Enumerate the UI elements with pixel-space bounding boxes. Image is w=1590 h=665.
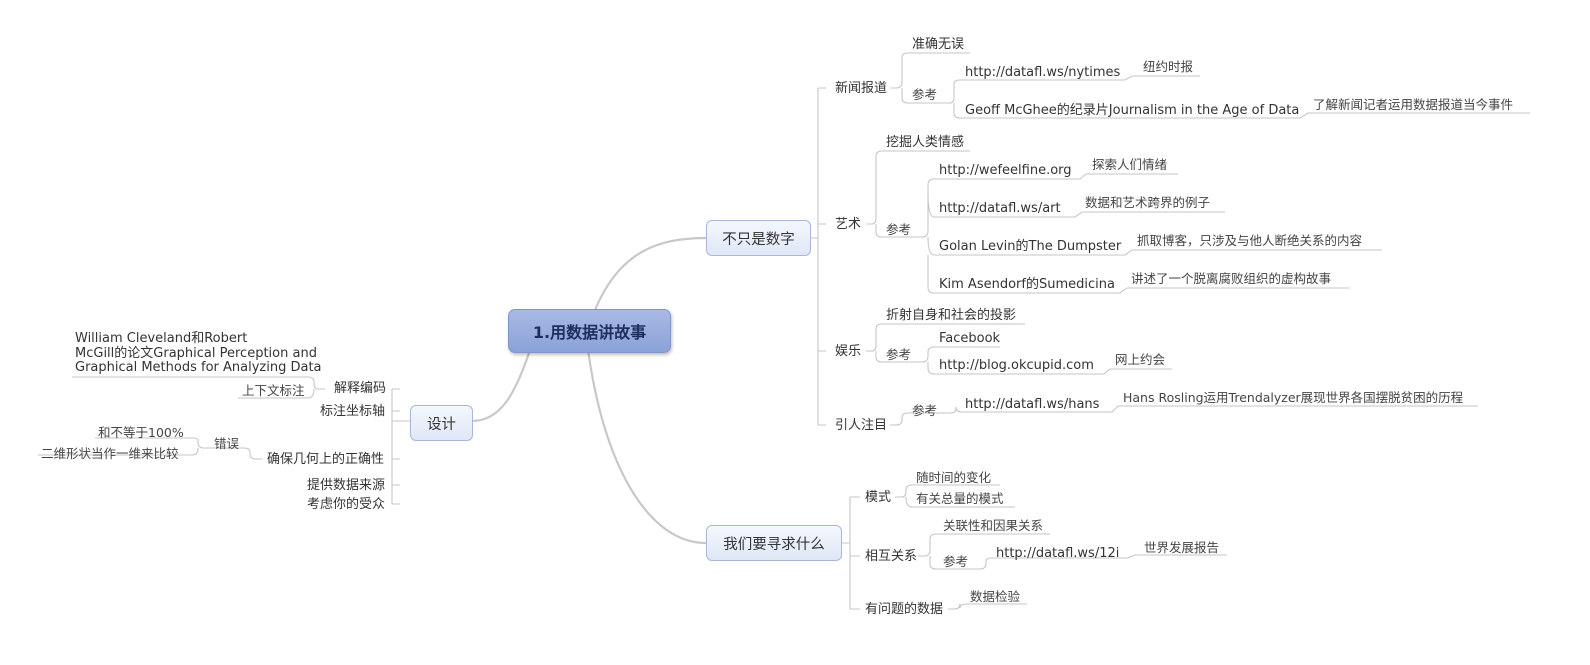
branch-ent xyxy=(866,323,1025,363)
link-center-design xyxy=(471,349,532,423)
design-geometry[interactable]: 确保几何上的正确性 xyxy=(267,452,385,467)
art-emotion[interactable]: 挖掘人类情感 xyxy=(886,135,965,150)
relations-link-note[interactable]: 世界发展报告 xyxy=(1144,540,1220,555)
design-source[interactable]: 提供数据来源 xyxy=(307,478,386,493)
branch-explain xyxy=(72,376,325,399)
patterns-label[interactable]: 模式 xyxy=(865,490,892,505)
spine-seek xyxy=(840,496,860,610)
attention-hans-link[interactable]: http://datafl.ws/hans xyxy=(965,397,1100,412)
news-mcghee[interactable]: Geoff McGhee的纪录片Journalism in the Age of… xyxy=(965,103,1300,118)
design-not-100[interactable]: 和不等于100% xyxy=(98,425,184,440)
news-nytimes-note[interactable]: 纽约时报 xyxy=(1143,59,1194,74)
design-audience[interactable]: 考虑你的受众 xyxy=(307,497,386,512)
branch-relations-ref xyxy=(975,554,1227,570)
news-ref-label[interactable]: 参考 xyxy=(912,87,938,102)
branch-problem xyxy=(948,603,1027,610)
art-ref-label[interactable]: 参考 xyxy=(886,222,912,237)
art-golan[interactable]: Golan Levin的The Dumpster xyxy=(939,239,1122,254)
art-label[interactable]: 艺术 xyxy=(835,217,862,232)
design-cleveland[interactable]: William Cleveland和Robert McGill的论文Graphi… xyxy=(75,331,322,375)
branch-geometry xyxy=(208,447,262,460)
ent-facebook[interactable]: Facebook xyxy=(939,331,1001,346)
ent-okcupid-note[interactable]: 网上约会 xyxy=(1115,352,1166,367)
spine-design xyxy=(391,388,410,505)
attention-ref-label[interactable]: 参考 xyxy=(912,403,938,418)
art-wefeelfine-note[interactable]: 探索人们情绪 xyxy=(1092,157,1168,172)
branch-news xyxy=(890,52,970,104)
branch-patterns xyxy=(895,484,1015,508)
link-center-seek xyxy=(586,349,707,545)
relations-label[interactable]: 相互关系 xyxy=(865,549,918,564)
problem-data-check[interactable]: 数据检验 xyxy=(970,589,1021,604)
art-kim-note[interactable]: 讲述了一个脱离腐败组织的虚构故事 xyxy=(1131,271,1332,286)
news-mcghee-note[interactable]: 了解新闻记者运用数据报道当今事件 xyxy=(1313,97,1514,112)
design-context[interactable]: 上下文标注 xyxy=(242,383,305,398)
topic-more-than-numbers[interactable]: 不只是数字 xyxy=(706,220,811,256)
branch-ent-ref xyxy=(918,346,1172,375)
patterns-over-time[interactable]: 随时间的变化 xyxy=(916,470,992,485)
news-nytimes-link[interactable]: http://datafl.ws/nytimes xyxy=(965,65,1121,80)
news-accurate[interactable]: 准确无误 xyxy=(912,37,965,52)
ent-label[interactable]: 娱乐 xyxy=(835,344,862,359)
branch-error xyxy=(38,437,208,456)
relations-causal[interactable]: 关联性和因果关系 xyxy=(943,518,1044,533)
ent-reflection[interactable]: 折射自身和社会的投影 xyxy=(886,308,1017,323)
art-datafl-link[interactable]: http://datafl.ws/art xyxy=(939,201,1061,216)
news-label[interactable]: 新闻报道 xyxy=(835,81,888,96)
branch-attention-ref xyxy=(945,405,1478,414)
art-golan-note[interactable]: 抓取博客，只涉及与他人断绝关系的内容 xyxy=(1137,233,1363,248)
ent-ref-label[interactable]: 参考 xyxy=(886,347,912,362)
branch-attention xyxy=(890,412,945,426)
branch-art xyxy=(866,150,970,238)
art-kim[interactable]: Kim Asendorf的Sumedicina xyxy=(939,277,1115,292)
problem-data-label[interactable]: 有问题的数据 xyxy=(865,602,944,617)
link-center-numbers xyxy=(593,236,707,311)
branch-art-ref xyxy=(918,173,1382,294)
ent-okcupid-link[interactable]: http://blog.okcupid.com xyxy=(939,358,1094,373)
relations-ref-label[interactable]: 参考 xyxy=(943,554,969,569)
design-error[interactable]: 错误 xyxy=(214,436,240,451)
topic-design[interactable]: 设计 xyxy=(410,405,473,441)
patterns-aggregate[interactable]: 有关总量的模式 xyxy=(916,491,1004,506)
art-datafl-note[interactable]: 数据和艺术跨界的例子 xyxy=(1085,195,1211,210)
attention-hans-note[interactable]: Hans Rosling运用Trendalyzer展现世界各国摆脱贫困的历程 xyxy=(1123,390,1464,405)
spine-numbers xyxy=(810,87,826,426)
central-topic[interactable]: 1.用数据讲故事 xyxy=(508,309,671,353)
relations-link[interactable]: http://datafl.ws/12i xyxy=(996,546,1120,561)
design-axes[interactable]: 标注坐标轴 xyxy=(320,404,386,419)
branch-relations xyxy=(918,533,1050,570)
topic-what-we-seek[interactable]: 我们要寻求什么 xyxy=(706,525,842,561)
design-explain[interactable]: 解释编码 xyxy=(334,381,387,396)
art-wefeelfine-link[interactable]: http://wefeelfine.org xyxy=(939,163,1072,178)
attention-label[interactable]: 引人注目 xyxy=(835,418,888,433)
branch-news-ref xyxy=(945,75,1530,119)
design-two-dim[interactable]: 二维形状当作一维来比较 xyxy=(41,446,179,461)
